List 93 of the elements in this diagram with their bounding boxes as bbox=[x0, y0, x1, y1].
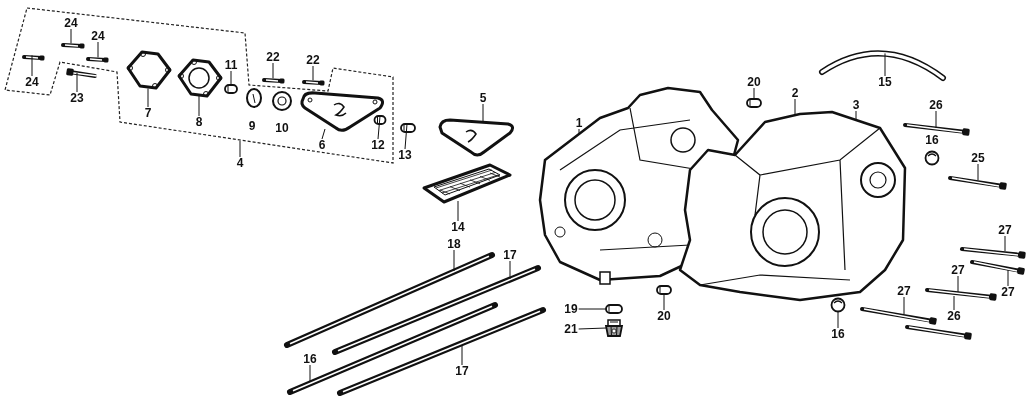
leader-line bbox=[198, 95, 200, 117]
bolt-drawing bbox=[22, 55, 45, 61]
leader-line bbox=[404, 123, 408, 150]
callout-number: 26 bbox=[928, 99, 944, 111]
leader-line bbox=[239, 140, 241, 158]
callout-number: 22 bbox=[265, 51, 281, 63]
callout-number: 26 bbox=[946, 310, 962, 322]
pin-drawing bbox=[373, 115, 387, 125]
stud-rod-drawing bbox=[284, 252, 495, 348]
pin-drawing bbox=[224, 84, 238, 94]
strainer-screen-drawing bbox=[422, 163, 512, 204]
clip-drawing bbox=[830, 297, 846, 313]
callout-number: 18 bbox=[446, 238, 462, 250]
callout-number: 17 bbox=[454, 365, 470, 377]
leader-line bbox=[230, 70, 232, 86]
leader-line bbox=[935, 110, 937, 129]
bolt-drawing bbox=[86, 57, 109, 63]
leader-line bbox=[977, 163, 979, 181]
leader-line bbox=[31, 54, 33, 77]
callout-number: 20 bbox=[656, 310, 672, 322]
stud-rod-drawing bbox=[332, 265, 541, 355]
stud-rod-drawing bbox=[287, 302, 498, 395]
callout-number: 21 bbox=[563, 323, 579, 335]
leader-line bbox=[312, 65, 314, 81]
callout-number: 17 bbox=[502, 249, 518, 261]
callout-number: 13 bbox=[397, 149, 413, 161]
callout-number: 1 bbox=[574, 117, 584, 129]
leader-line bbox=[578, 308, 607, 310]
bolt-drawing bbox=[970, 260, 1026, 276]
callout-number: 27 bbox=[1000, 286, 1016, 298]
leader-line bbox=[147, 88, 149, 108]
bolt-drawing bbox=[903, 123, 970, 136]
leader-line bbox=[76, 72, 78, 93]
plug-drawing bbox=[605, 304, 623, 314]
leader-line bbox=[272, 62, 274, 79]
callout-number: 16 bbox=[924, 134, 940, 146]
leader-line bbox=[578, 327, 607, 330]
callout-number: 15 bbox=[877, 76, 893, 88]
drain-plug-drawing bbox=[604, 319, 624, 337]
leader-line bbox=[70, 28, 72, 44]
leader-line bbox=[753, 87, 755, 100]
leader-line bbox=[457, 200, 459, 222]
callout-number: 22 bbox=[305, 54, 321, 66]
callout-number: 20 bbox=[746, 76, 762, 88]
callout-number: 27 bbox=[950, 264, 966, 276]
callout-number: 9 bbox=[247, 120, 257, 132]
leader-line bbox=[884, 52, 886, 77]
bolt-drawing bbox=[262, 78, 285, 84]
callout-number: 3 bbox=[851, 99, 861, 111]
bolt-drawing bbox=[302, 80, 325, 86]
leader-line bbox=[794, 98, 796, 116]
bolt-drawing bbox=[65, 68, 98, 78]
leader-line bbox=[903, 296, 905, 315]
leader-line bbox=[309, 364, 311, 382]
leader-line bbox=[321, 128, 326, 140]
leader-line bbox=[453, 249, 455, 272]
callout-number: 5 bbox=[478, 92, 488, 104]
cover-plate-drawing bbox=[438, 118, 515, 157]
bolt-drawing bbox=[925, 288, 997, 301]
leader-line bbox=[855, 110, 857, 122]
leader-line bbox=[461, 344, 463, 366]
gasket-drawing bbox=[126, 50, 172, 90]
callout-number: 27 bbox=[997, 224, 1013, 236]
bolt-drawing bbox=[61, 43, 85, 49]
leader-line bbox=[97, 41, 99, 58]
pin-drawing bbox=[656, 285, 672, 295]
leader-line bbox=[377, 115, 381, 140]
callout-number: 16 bbox=[830, 328, 846, 340]
callout-number: 4 bbox=[235, 157, 245, 169]
stud-rod-drawing bbox=[337, 307, 546, 396]
callout-number: 25 bbox=[970, 152, 986, 164]
leader-line bbox=[509, 260, 511, 280]
cover-plate-drawing bbox=[300, 91, 385, 132]
bolt-drawing bbox=[948, 176, 1007, 190]
leader-line bbox=[1007, 269, 1009, 287]
callout-number: 14 bbox=[450, 221, 466, 233]
callout-number: 23 bbox=[69, 92, 85, 104]
gasket-drawing bbox=[177, 58, 223, 98]
leader-line bbox=[957, 275, 959, 293]
callout-number: 19 bbox=[563, 303, 579, 315]
leader-line bbox=[837, 311, 839, 329]
pin-drawing bbox=[746, 98, 762, 108]
sleeve-drawing bbox=[400, 123, 416, 133]
callout-number: 10 bbox=[274, 122, 290, 134]
callout-number: 27 bbox=[896, 285, 912, 297]
bolt-drawing bbox=[960, 247, 1026, 259]
leader-line bbox=[1004, 235, 1006, 252]
leader-line bbox=[482, 103, 484, 122]
leader-line bbox=[578, 128, 580, 135]
bolt-drawing bbox=[860, 307, 938, 326]
leader-line bbox=[953, 295, 955, 311]
callout-number: 2 bbox=[790, 87, 800, 99]
leader-line bbox=[663, 293, 665, 311]
